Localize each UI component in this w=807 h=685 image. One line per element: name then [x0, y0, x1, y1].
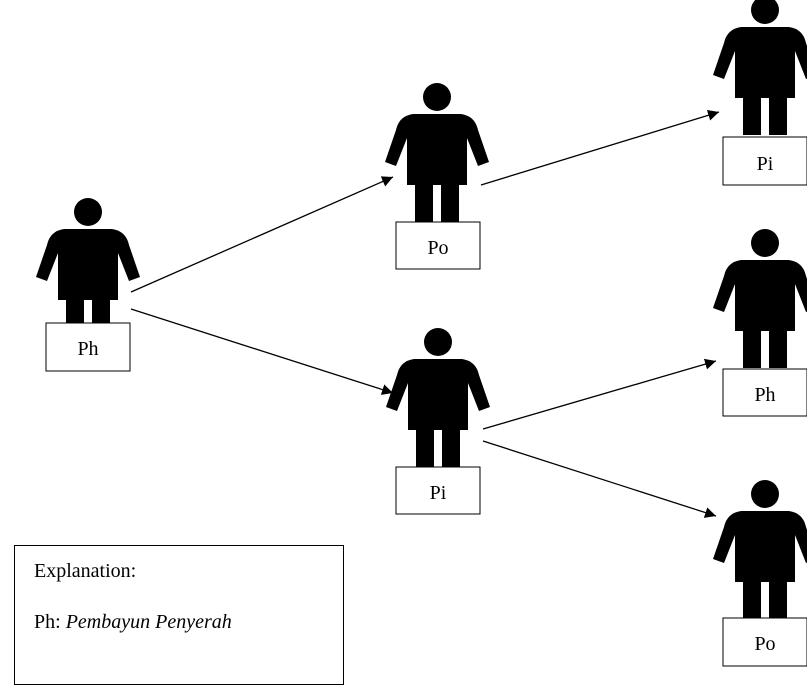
legend-item-abbr: Ph:	[34, 611, 66, 633]
person-icon	[36, 198, 140, 337]
node-label: Ph	[754, 384, 775, 406]
node-label-box: Pi	[722, 136, 807, 186]
node-label: Po	[754, 633, 775, 655]
node-label-box: Ph	[722, 368, 807, 417]
tree-diagram: Ph Po Pi Pi Ph	[36, 0, 807, 667]
edge-mid-top-to-right-top	[480, 109, 720, 186]
node-right-top: Pi	[713, 0, 807, 186]
edge-mid-bottom-to-right-middle	[482, 358, 717, 430]
node-label: Po	[427, 237, 448, 259]
person-icon	[713, 480, 807, 619]
edges-group	[130, 109, 720, 518]
node-label-box: Po	[395, 221, 481, 270]
person-icon	[713, 0, 807, 135]
legend-item: Ph: Pembayun Penyerah	[34, 612, 343, 632]
node-root: Ph	[36, 198, 140, 372]
person-icon	[385, 83, 489, 222]
edge-root-to-mid-bottom	[130, 308, 394, 395]
node-label: Pi	[430, 482, 447, 504]
node-mid-bottom: Pi	[386, 328, 490, 515]
node-mid-top: Po	[385, 83, 489, 270]
node-label-box: Pi	[395, 466, 481, 515]
edge-root-to-mid-top	[130, 176, 394, 293]
person-icon	[713, 229, 807, 368]
node-right-middle: Ph	[713, 229, 807, 417]
node-label-box: Po	[722, 617, 807, 667]
legend-title: Explanation:	[34, 560, 137, 582]
node-label-box: Ph	[45, 322, 131, 372]
legend-box: Explanation: Ph: Pembayun Penyerah	[14, 545, 344, 685]
legend-item-meaning: Pembayun Penyerah	[65, 611, 232, 633]
node-label: Pi	[757, 153, 774, 175]
node-right-bottom: Po	[713, 480, 807, 667]
edge-mid-bottom-to-right-bottom	[482, 440, 717, 518]
node-label: Ph	[77, 338, 98, 360]
person-icon	[386, 328, 490, 467]
